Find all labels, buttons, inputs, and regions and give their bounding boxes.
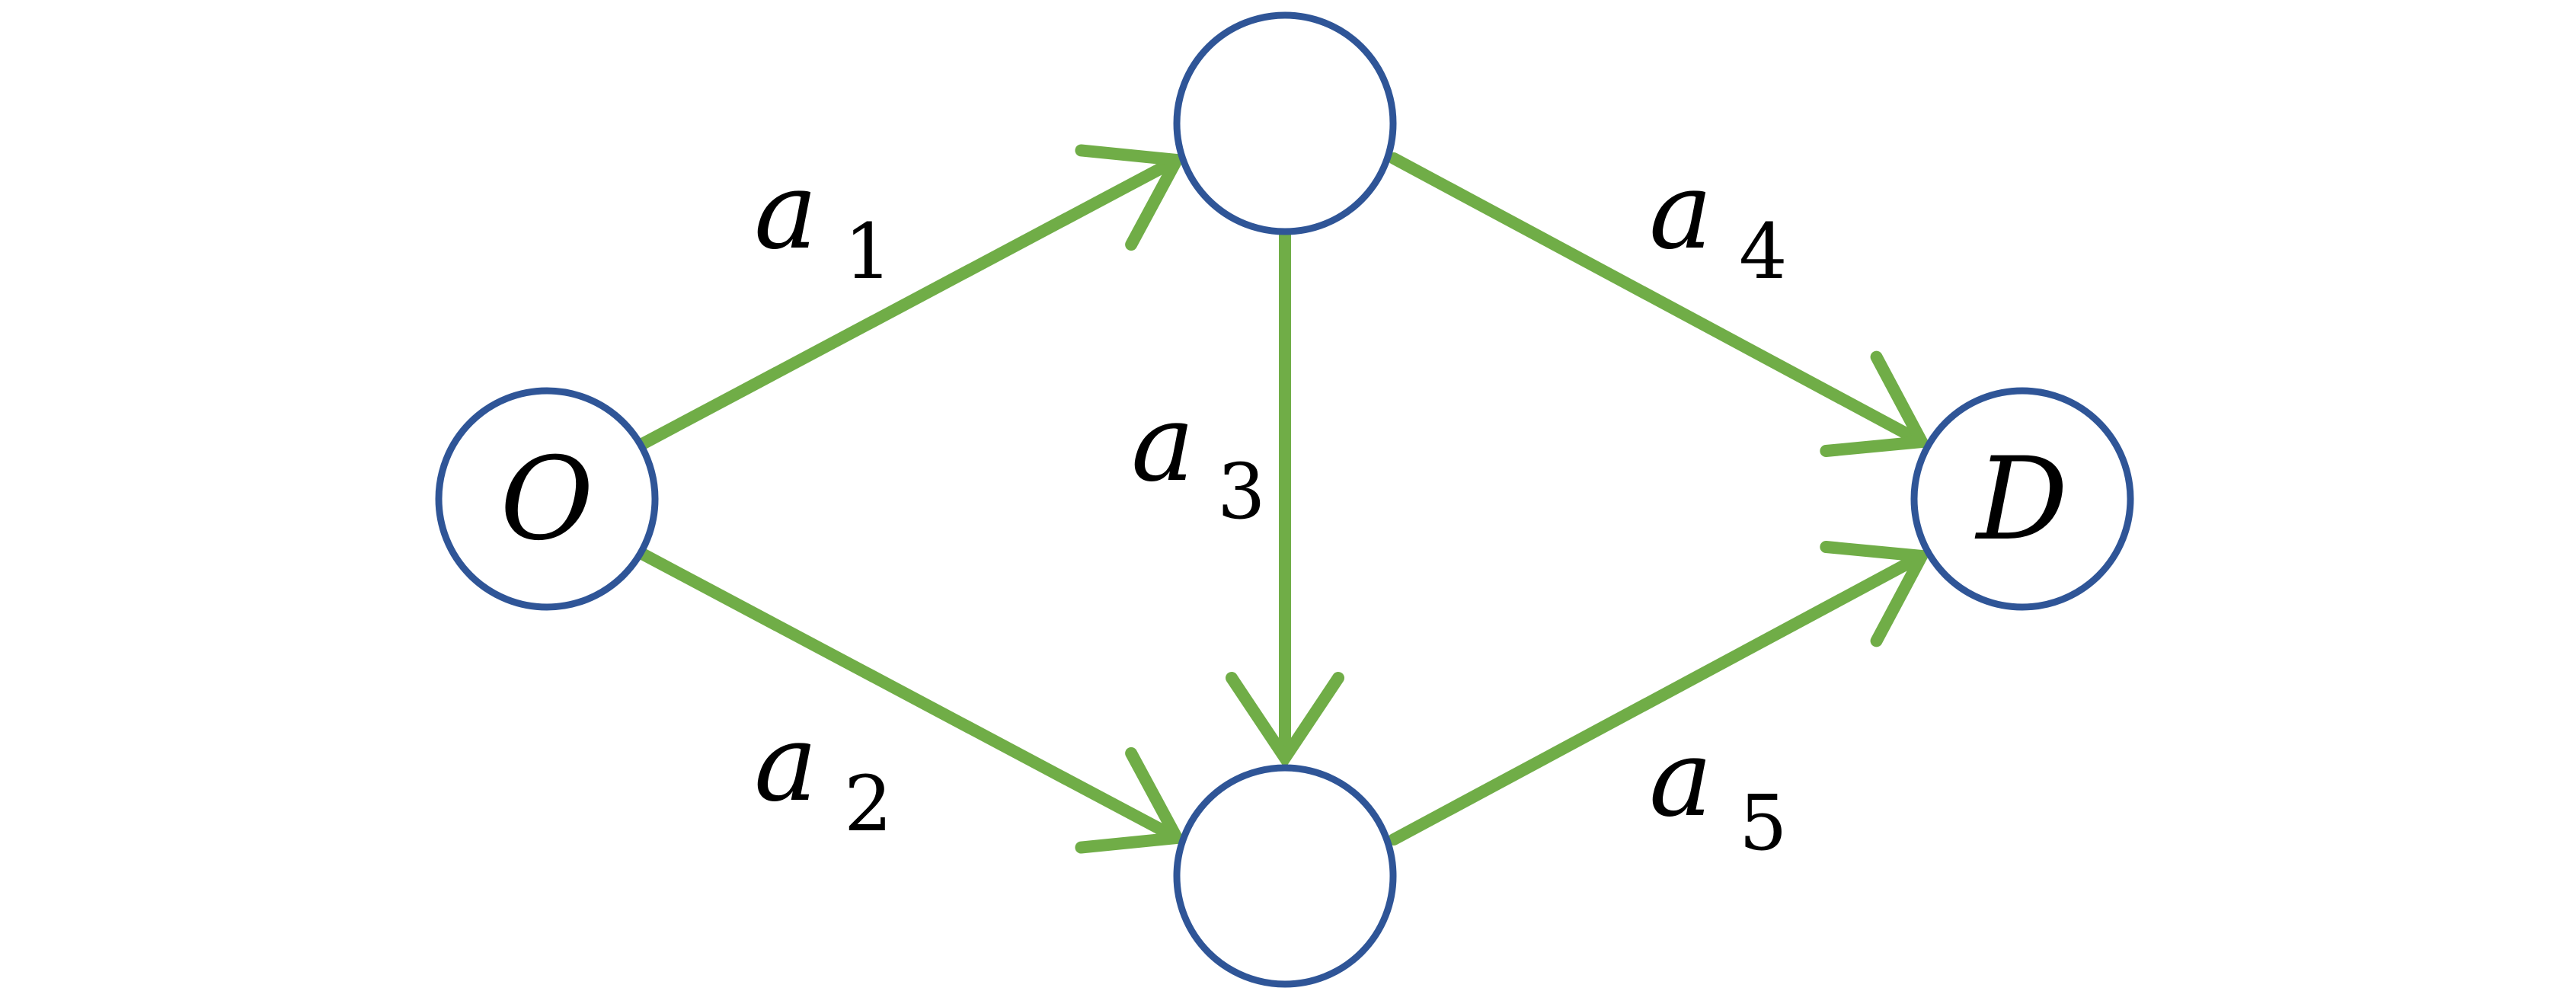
node-label-O: O <box>500 433 594 566</box>
edge-label-a3: a <box>1131 382 1194 506</box>
arrowhead-a4 <box>1820 350 1932 458</box>
edge-subscript-a1: 1 <box>844 207 893 296</box>
edge-line-a4 <box>1388 152 1924 446</box>
node-circle-O <box>435 387 659 611</box>
edge-line-a1 <box>638 155 1179 449</box>
arrowhead-a5 <box>1820 540 1932 647</box>
node-O: O <box>435 387 659 611</box>
arrowhead-a3 <box>1226 672 1344 769</box>
edge-subscript-a3: 3 <box>1217 447 1266 536</box>
edge-line-a2 <box>638 548 1179 842</box>
node-circle-bottom <box>1173 764 1397 988</box>
edge-subscript-a2: 2 <box>844 759 893 849</box>
arrowhead-a2 <box>1075 746 1187 854</box>
node-D: D <box>1910 387 2134 611</box>
edge-subscript-a5: 5 <box>1739 778 1788 868</box>
node-bottom <box>1173 764 1397 988</box>
node-circle-D <box>1910 387 2134 611</box>
edge-label-a5: a <box>1649 717 1712 841</box>
edge-line-a5 <box>1388 551 1924 846</box>
arrowhead-a1 <box>1075 144 1187 251</box>
edge-label-a1: a <box>754 149 817 273</box>
edge-subscript-a4: 4 <box>1739 207 1788 296</box>
node-circle-top <box>1173 11 1397 235</box>
node-label-D: D <box>1974 433 2068 566</box>
edge-label-a4: a <box>1649 149 1712 273</box>
node-top <box>1173 11 1397 235</box>
edge-label-a2: a <box>754 702 817 826</box>
